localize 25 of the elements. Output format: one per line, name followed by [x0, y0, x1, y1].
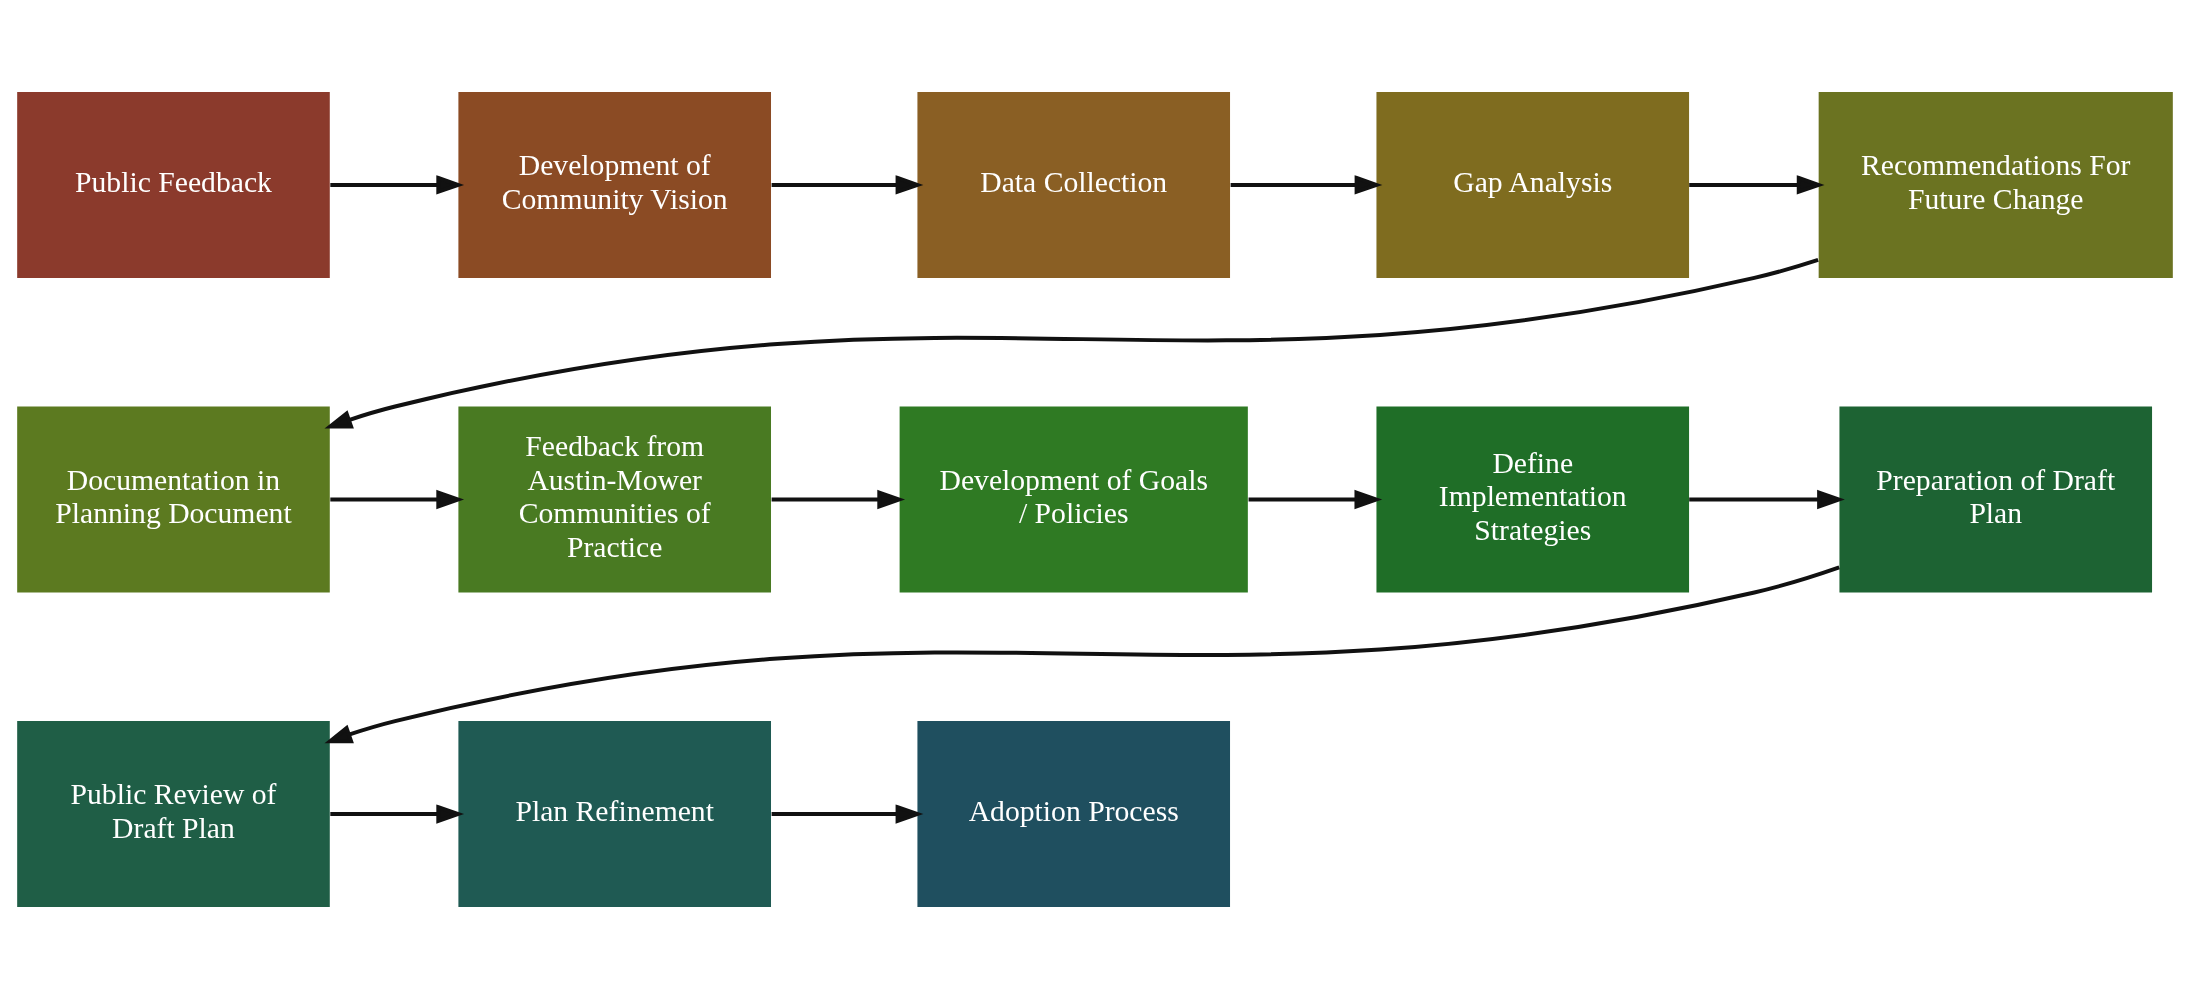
arrow [771, 804, 924, 824]
arrow [1230, 175, 1383, 195]
node-box: Documentation in Planning Document [17, 406, 330, 593]
arrow [330, 175, 465, 195]
node-box: Development of Goals / Policies [899, 406, 1248, 593]
arrow [771, 489, 906, 510]
arrow [330, 804, 465, 824]
node-box: Data Collection [917, 91, 1231, 278]
arrow [771, 175, 924, 195]
arrow [1689, 175, 1825, 195]
arrow [1248, 489, 1383, 510]
arrow [324, 565, 1840, 744]
arrow [1689, 489, 1845, 510]
node-box: Adoption Process [917, 721, 1231, 908]
node-box: Define Implementation Strategies [1376, 406, 1690, 593]
node-box: Preparation of Draft Plan [1839, 406, 2153, 593]
node-box: Public Feedback [17, 91, 330, 278]
node-box: Development of Community Vision [458, 91, 771, 278]
node-box: Recommendations For Future Change [1818, 91, 2173, 278]
node-box: Feedback from Austin-Mower Communities of Practice [458, 406, 771, 593]
node-box: Plan Refinement [458, 721, 771, 908]
arrow [324, 258, 1819, 429]
arrow [330, 489, 465, 510]
node-box: Gap Analysis [1376, 91, 1690, 278]
node-box: Public Review of Draft Plan [17, 721, 330, 908]
